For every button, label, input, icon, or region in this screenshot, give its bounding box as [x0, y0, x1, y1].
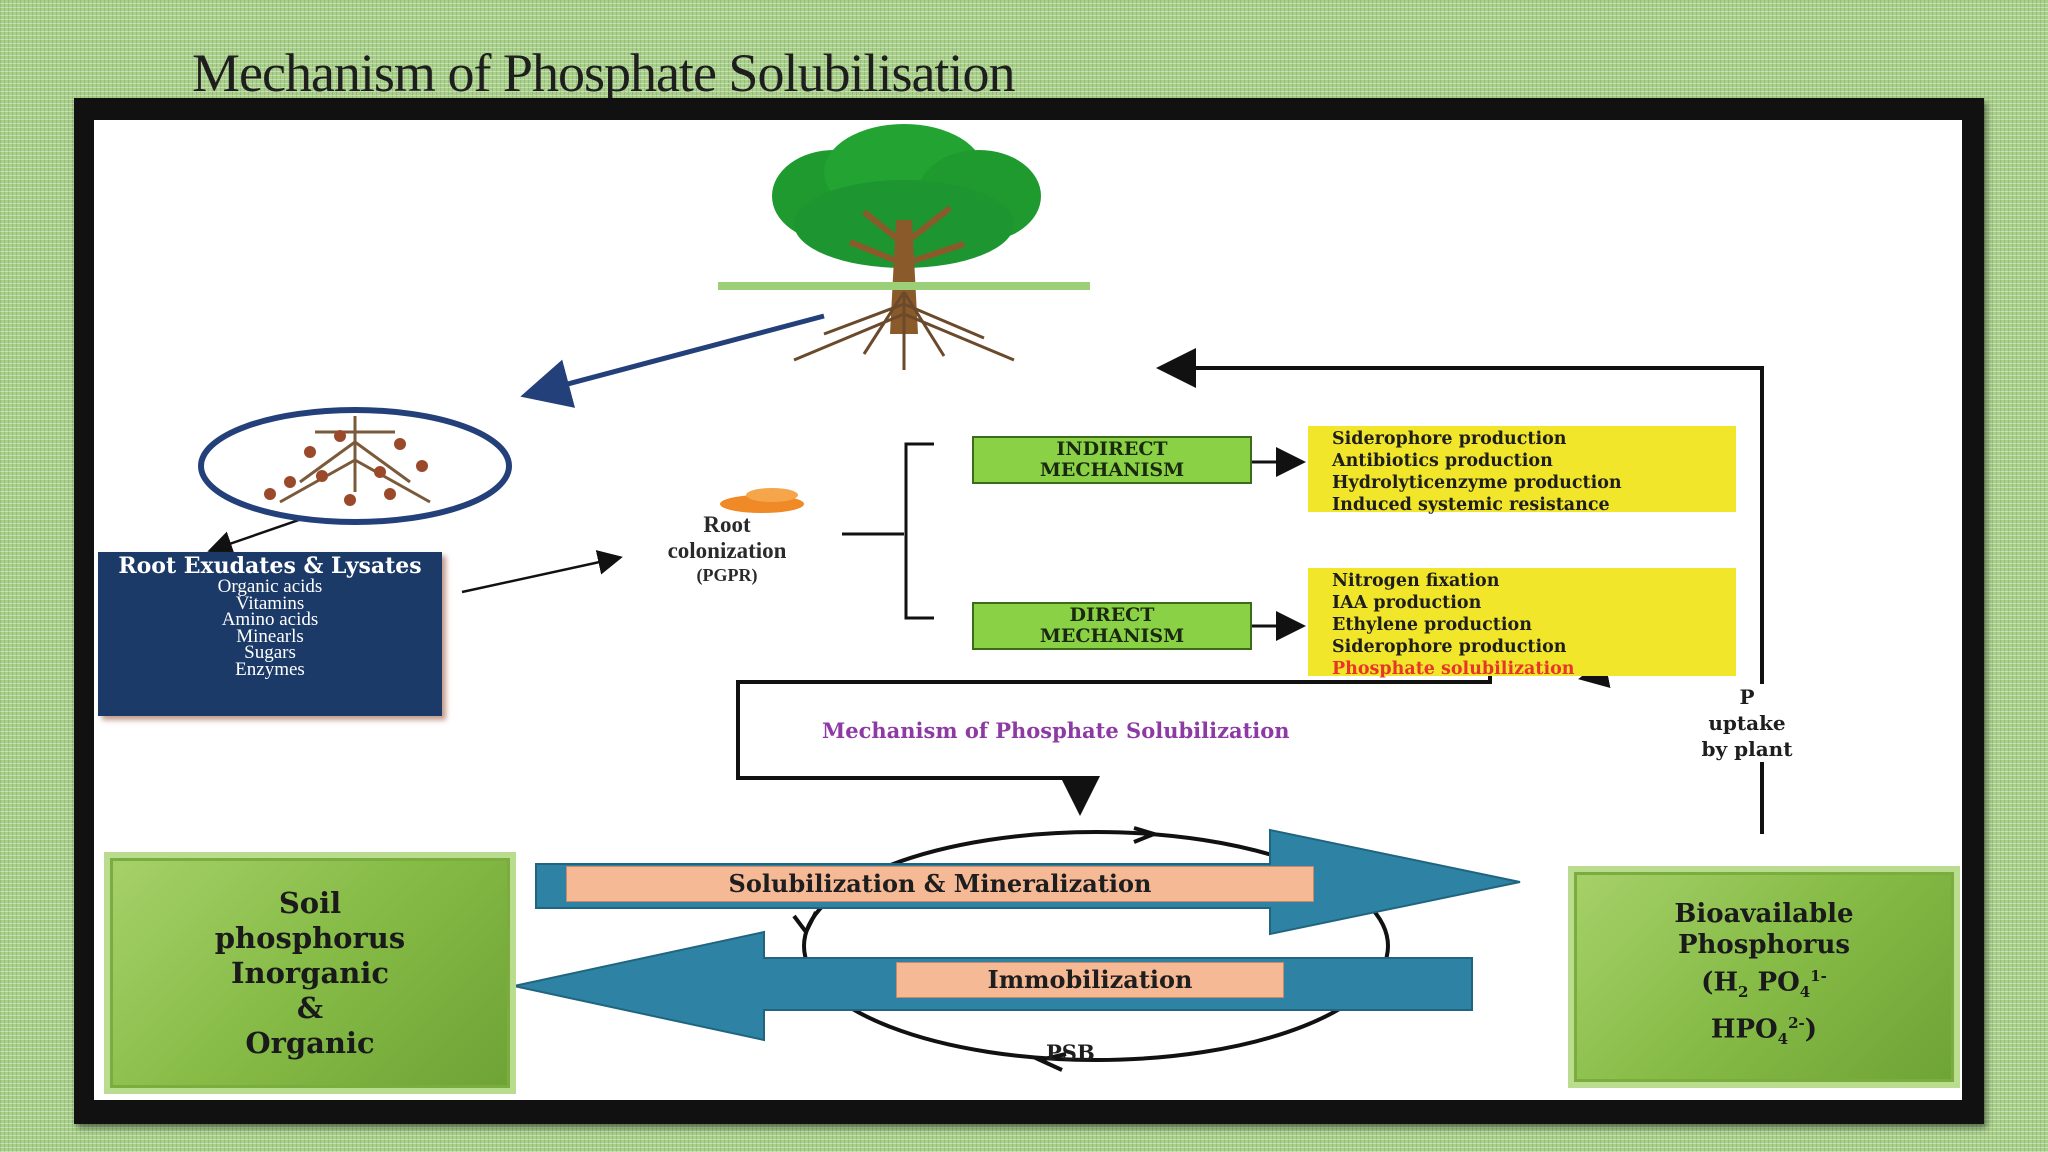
direct-mechanism-box: DIRECT MECHANISM [972, 602, 1252, 650]
bacteria-icon [720, 488, 804, 513]
solubilization-path-arrow [736, 668, 1492, 816]
exudates-item: Organic acids [217, 576, 323, 597]
mechanism-caption: Mechanism of Phosphate Solubilization [822, 718, 1290, 743]
exudates-item: Sugars [244, 642, 296, 663]
direct-effects-box: Nitrogen fixation IAA production Ethylen… [1308, 568, 1736, 679]
solubilization-label: Solubilization & Mineralization [566, 866, 1314, 902]
slide-title: Mechanism of Phosphate Solubilisation [192, 43, 1015, 103]
indirect-item: Induced systemic resistance [1332, 495, 1610, 515]
mechanism-bracket [904, 442, 934, 620]
tree-icon [718, 124, 1090, 370]
root-zone-icon [198, 407, 512, 525]
indirect-item: Antibiotics production [1332, 451, 1553, 471]
indirect-mechanism-box: INDIRECT MECHANISM [972, 436, 1252, 484]
direct-item: IAA production [1332, 593, 1482, 613]
exudates-item: Vitamins [235, 592, 305, 614]
exudates-to-colonization-arrow [461, 550, 623, 594]
uptake-arrow [1156, 348, 1764, 834]
direct-item: Ethylene production [1332, 615, 1532, 635]
root-exudates-box: Root Exudates & Lysates Organic acids Vi… [98, 552, 442, 716]
p-uptake-label: P uptake by plant [1676, 684, 1818, 762]
diagram-canvas: Root Exudates & Lysates Organic acids Vi… [94, 120, 1962, 1100]
exudates-title: Root Exudates & Lysates [118, 553, 422, 579]
indirect-item: Hydrolyticenzyme production [1332, 473, 1622, 493]
direct-item: Nitrogen fixation [1332, 571, 1500, 591]
formula-line-1: (H2 PO41- [1701, 967, 1827, 1001]
tree-to-root-arrow [520, 313, 825, 408]
exudates-item: Enzymes [235, 658, 305, 680]
soil-phosphorus-box: Soil phosphorus Inorganic & Organic [104, 852, 516, 1094]
indirect-effects-box: Siderophore production Antibiotics produ… [1308, 426, 1736, 515]
immobilization-label: Immobilization [896, 962, 1284, 998]
exudates-item: Amino acids [221, 609, 319, 630]
root-colonization-label: Root colonization (PGPR) [667, 512, 787, 585]
psb-label: PSB [1046, 1040, 1095, 1065]
direct-item: Siderophore production [1332, 637, 1567, 657]
formula-line-2: HPO42-) [1710, 1014, 1818, 1048]
psb-cycle [802, 830, 1390, 1062]
indirect-item: Siderophore production [1332, 429, 1567, 449]
exudates-item: Minearls [236, 625, 304, 647]
direct-highlight-item: Phosphate solubilization [1332, 659, 1575, 679]
bioavailable-phosphorus-box: Bioavailable Phosphorus (H2 PO41- HPO42-… [1568, 866, 1960, 1088]
